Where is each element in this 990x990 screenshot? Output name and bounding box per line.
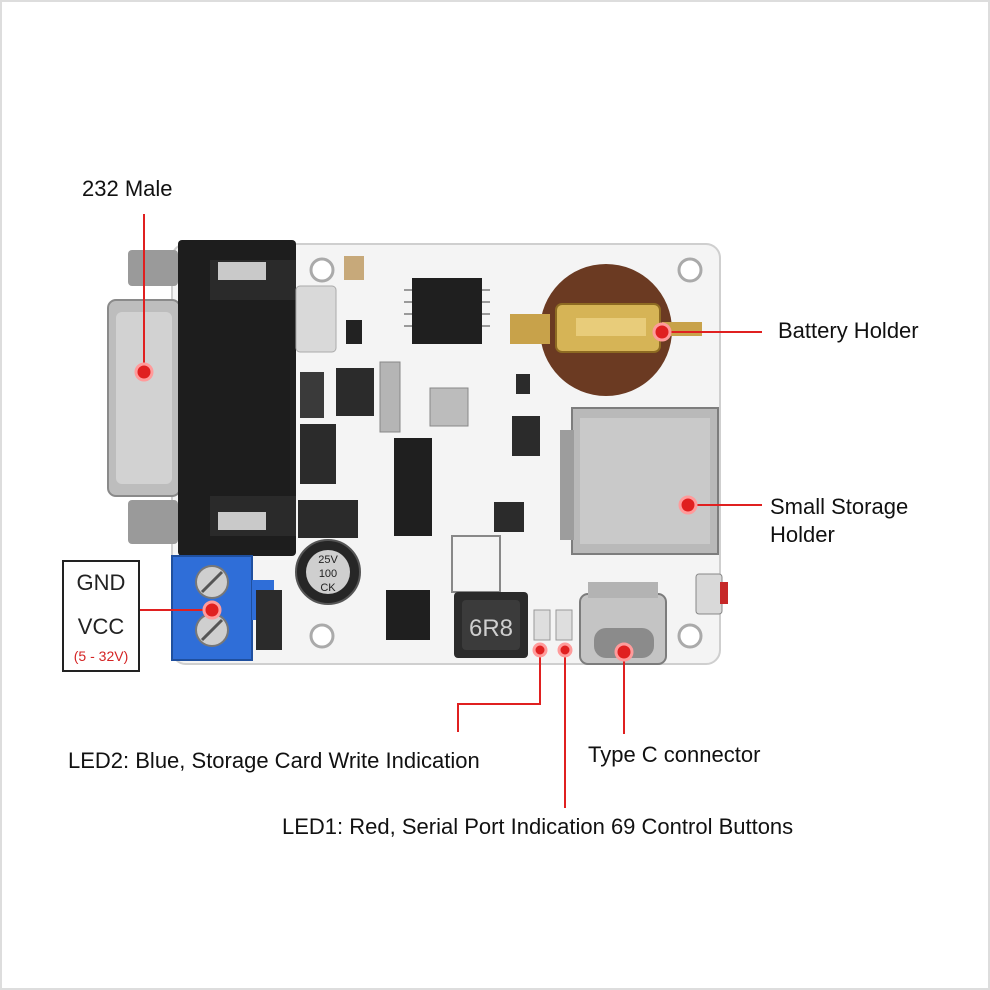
gnd-label: GND (76, 570, 126, 595)
voltage-range-label: (5 - 32V) (73, 648, 129, 664)
label-storage-holder-line2: Holder (770, 522, 835, 547)
label-led2: LED2: Blue, Storage Card Write Indicatio… (68, 748, 480, 773)
power-input-box: GND VCC (5 - 32V) (62, 560, 140, 672)
label-storage-holder-line1: Small Storage (770, 494, 909, 519)
inductor-marking: 6R8 (469, 615, 513, 642)
mcu-chip (412, 278, 482, 344)
vcc-label: VCC (77, 614, 125, 639)
label-battery-holder: Battery Holder (778, 318, 919, 343)
label-type-c: Type C connector (588, 742, 761, 767)
battery-holder (510, 264, 702, 396)
pointer-lines (140, 214, 762, 808)
label-led1: LED1: Red, Serial Port Indication 69 Con… (282, 814, 794, 839)
microsd-holder (560, 407, 719, 555)
capacitor-marking-2: 100 (319, 568, 337, 580)
pointer-dots (134, 322, 698, 662)
label-rs232-male: 232 Male (82, 176, 173, 201)
db9-connector (107, 240, 296, 556)
capacitor: 25V 100 CK (295, 539, 361, 605)
capacitor-marking-3: CK (320, 582, 336, 594)
tact-switch (695, 573, 723, 615)
inductor: 6R8 (454, 592, 528, 658)
usb-c-port (579, 582, 667, 665)
capacitor-marking-1: 25V (318, 554, 338, 566)
